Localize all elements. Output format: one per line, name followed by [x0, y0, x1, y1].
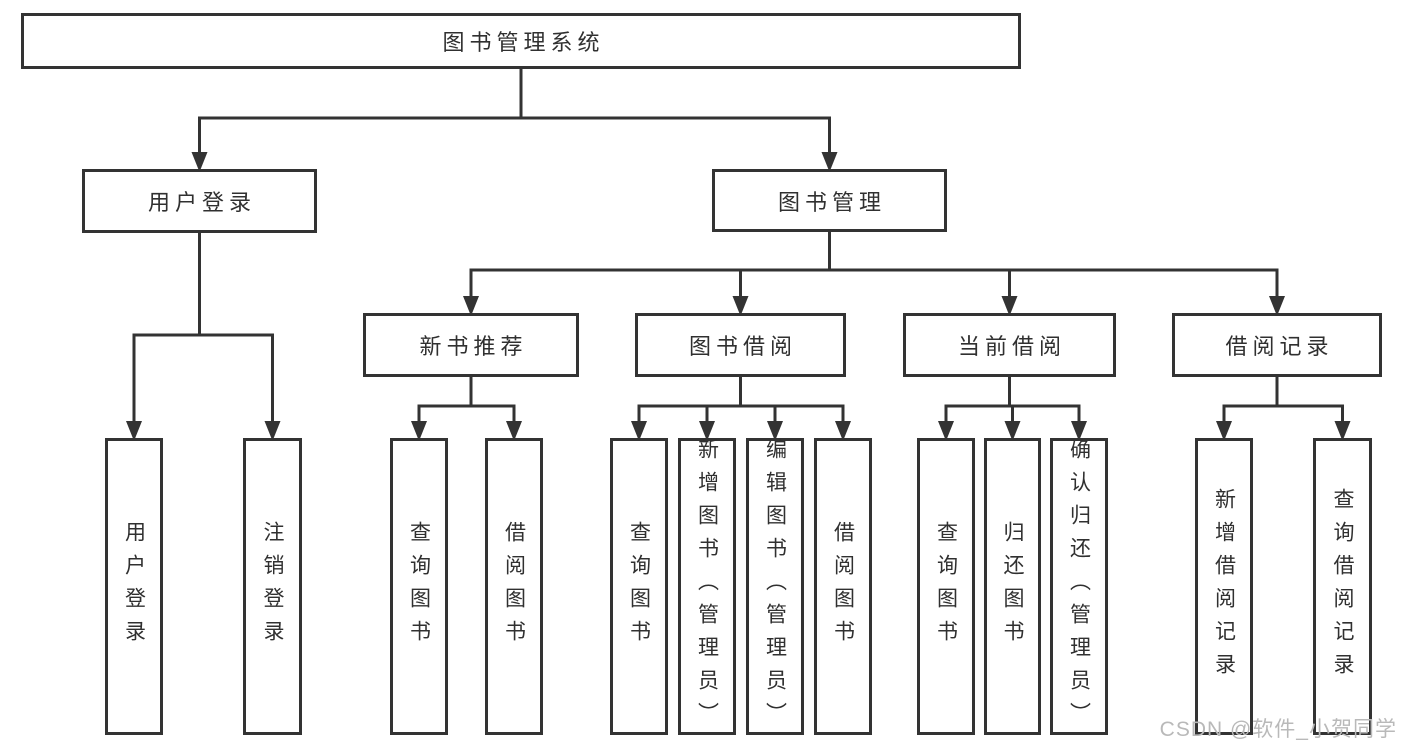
arrowhead-icon: [264, 421, 281, 441]
node-label: 借阅图书: [502, 520, 526, 653]
node-user-login: 用户登录: [82, 169, 317, 233]
node-label: 图书借阅: [688, 334, 797, 359]
node-label: 图书管理系统: [442, 30, 605, 55]
node-leaf-logout: 注销登录: [243, 438, 302, 735]
node-label: 编辑图书（管理员）: [763, 438, 787, 735]
node-leaf-br-query: 查询借阅记录: [1313, 438, 1372, 735]
node-leaf-bb-edit: 编辑图书（管理员）: [746, 438, 804, 735]
node-leaf-bb-add: 新增图书（管理员）: [678, 438, 736, 735]
arrowhead-icon: [767, 421, 783, 441]
arrowhead-icon: [463, 296, 479, 316]
node-leaf-br-add: 新增借阅记录: [1195, 438, 1253, 735]
arrowhead-icon: [1001, 296, 1018, 316]
node-leaf-nb-borrow: 借阅图书: [485, 438, 543, 735]
arrowhead-icon: [835, 421, 851, 441]
node-leaf-user-login: 用户登录: [105, 438, 163, 735]
node-current-borrow: 当前借阅: [903, 313, 1116, 377]
arrowhead-icon: [126, 421, 142, 441]
arrowhead-icon: [1216, 421, 1232, 441]
node-label: 注销登录: [261, 520, 284, 653]
node-label: 查询图书: [627, 520, 651, 653]
node-label: 借阅图书: [831, 520, 855, 653]
node-label: 查询图书: [407, 520, 431, 653]
node-leaf-bb-query: 查询图书: [610, 438, 668, 735]
node-new-books: 新书推荐: [363, 313, 579, 377]
arrowhead-icon: [411, 421, 427, 441]
node-root: 图书管理系统: [21, 13, 1021, 69]
node-label: 用户登录: [147, 190, 256, 215]
node-leaf-cb-query: 查询图书: [917, 438, 975, 735]
node-label: 新书推荐: [419, 334, 528, 359]
node-leaf-nb-query: 查询图书: [390, 438, 448, 735]
node-label: 确认归还（管理员）: [1067, 438, 1091, 735]
node-leaf-bb-borrow: 借阅图书: [814, 438, 872, 735]
node-label: 用户登录: [122, 520, 146, 653]
node-label: 新增图书（管理员）: [695, 438, 719, 735]
arrowhead-icon: [699, 421, 715, 441]
node-book-borrow: 图书借阅: [635, 313, 846, 377]
node-label: 归还图书: [1001, 520, 1024, 653]
arrowhead-icon: [1004, 421, 1021, 441]
node-borrow-records: 借阅记录: [1172, 313, 1382, 377]
node-label: 图书管理: [777, 189, 886, 215]
arrowhead-icon: [1269, 296, 1285, 316]
arrowhead-icon: [1334, 421, 1351, 441]
arrowhead-icon: [1071, 421, 1087, 441]
node-label: 查询图书: [934, 520, 958, 653]
arrowhead-icon: [191, 152, 208, 172]
node-label: 新增借阅记录: [1212, 487, 1236, 686]
arrowhead-icon: [631, 421, 647, 441]
node-label: 查询借阅记录: [1331, 487, 1354, 686]
node-leaf-cb-return: 归还图书: [984, 438, 1041, 735]
node-book-mgmt: 图书管理: [712, 169, 947, 232]
node-label: 当前借阅: [957, 334, 1066, 359]
arrowhead-icon: [506, 421, 522, 441]
node-label: 借阅记录: [1225, 334, 1334, 359]
arrowhead-icon: [938, 421, 954, 441]
node-leaf-cb-confirm: 确认归还（管理员）: [1050, 438, 1108, 735]
arrowhead-icon: [821, 152, 838, 172]
arrowhead-icon: [732, 296, 749, 316]
